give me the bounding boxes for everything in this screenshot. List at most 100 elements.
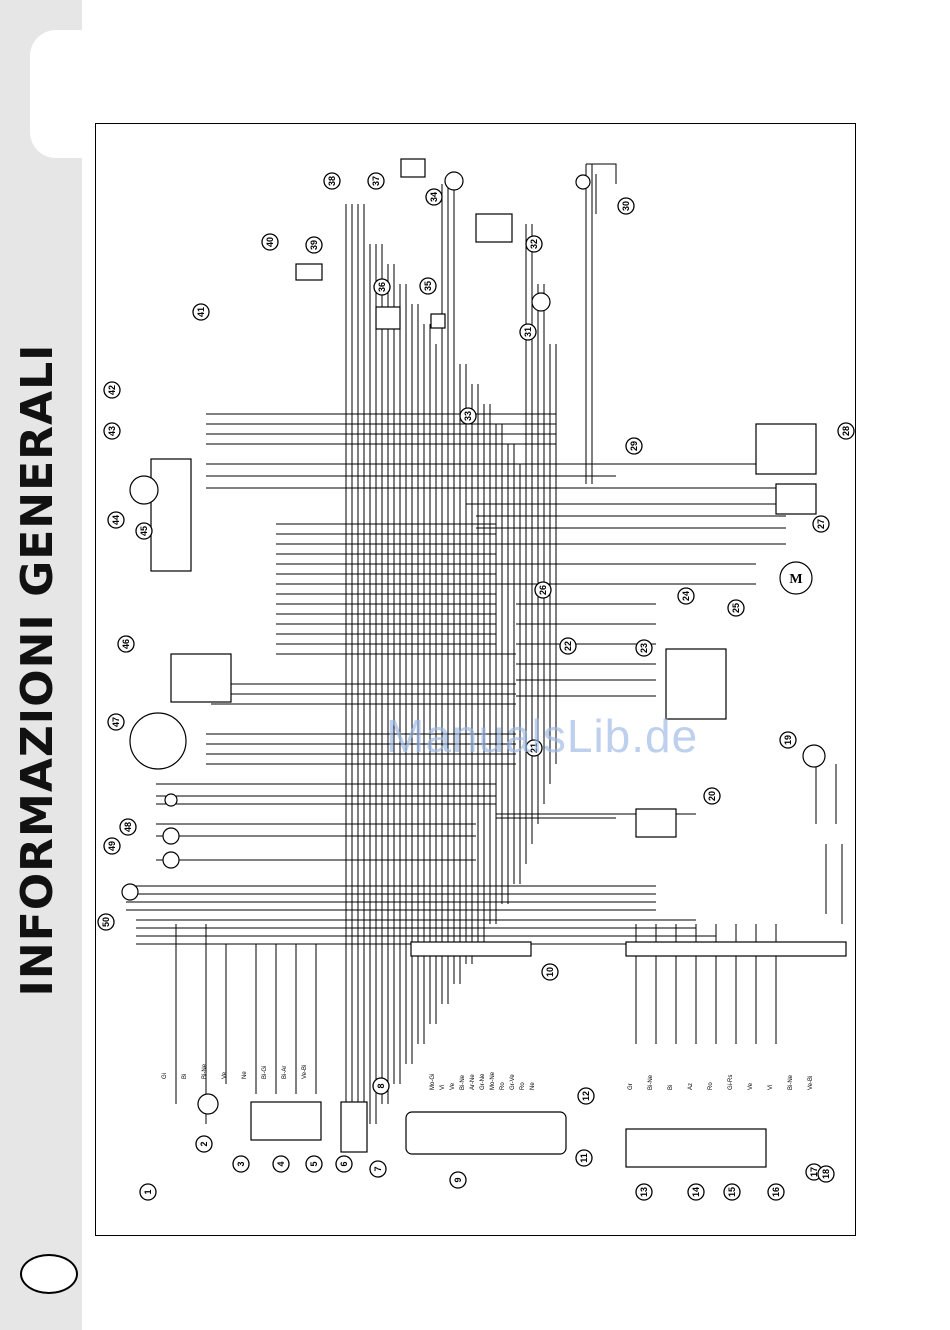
callout-number-33: 33 [463, 411, 473, 421]
callout-number-45: 45 [139, 526, 149, 536]
motor-label: M [789, 572, 802, 587]
callout-number-24: 24 [681, 591, 691, 601]
callout-circle-37 [367, 172, 385, 190]
callout-circle-49 [103, 837, 121, 855]
callout-number-28: 28 [841, 426, 851, 436]
bottom-wire-label-0: Mo-Gi [430, 1074, 436, 1090]
callout-circle-27 [812, 515, 830, 533]
right-wire-label-8: Bi-Ne [788, 1074, 794, 1090]
callout-circle-15 [723, 1183, 741, 1201]
left-wire-label-1: Bi [182, 1074, 188, 1079]
callout-circle-10 [541, 963, 559, 981]
callout-circle-44 [107, 511, 125, 529]
callout-circle-13 [635, 1183, 653, 1201]
callout-circle-20 [703, 787, 721, 805]
left-wire-label-0: Gi [162, 1073, 168, 1079]
callout-number-7: 7 [373, 1166, 383, 1171]
callout-circle-33 [459, 407, 477, 425]
callout-circle-30 [617, 197, 635, 215]
callout-circle-45 [135, 522, 153, 540]
callout-number-43: 43 [107, 426, 117, 436]
callout-number-11: 11 [579, 1153, 589, 1163]
callout-number-46: 46 [121, 639, 131, 649]
callout-circle-50 [97, 913, 115, 931]
wire-bundle [126, 163, 843, 1124]
side-band: INFORMAZIONI GENERALI [0, 0, 82, 1330]
callout-circle-19 [779, 731, 797, 749]
right-wire-label-6: Ve [748, 1082, 754, 1090]
bottom-wire-label-8: Gr-Ve [510, 1074, 516, 1090]
left-wire-label-6: Bi-Ar [282, 1066, 288, 1079]
callout-circle-4 [272, 1155, 290, 1173]
callout-number-15: 15 [727, 1187, 737, 1197]
side-tab [30, 30, 82, 158]
callout-circle-2 [195, 1135, 213, 1153]
callout-circle-42 [103, 381, 121, 399]
callout-number-38: 38 [327, 176, 337, 186]
callout-number-18: 18 [821, 1169, 831, 1179]
callout-circle-36 [373, 278, 391, 296]
callout-number-44: 44 [111, 515, 121, 525]
callout-number-10: 10 [545, 967, 555, 977]
callout-number-20: 20 [707, 791, 717, 801]
callout-number-37: 37 [371, 176, 381, 186]
callout-circle-41 [192, 303, 210, 321]
left-wire-label-7: Ve-Bi [302, 1065, 308, 1079]
callout-number-4: 4 [276, 1161, 286, 1166]
callout-number-34: 34 [429, 192, 439, 202]
callout-number-22: 22 [563, 641, 573, 651]
callout-number-23: 23 [639, 643, 649, 653]
right-wire-label-7: Vi [768, 1085, 774, 1090]
bottom-wire-label-2: Ve [450, 1082, 456, 1090]
callout-circle-47 [107, 713, 125, 731]
callout-number-26: 26 [538, 585, 548, 595]
callout-number-5: 5 [309, 1161, 319, 1166]
callout-number-29: 29 [629, 441, 639, 451]
bottom-wire-label-3: Bi-Ne [460, 1074, 466, 1090]
callout-circle-32 [525, 235, 543, 253]
callout-number-19: 19 [783, 735, 793, 745]
callout-circle-46 [117, 635, 135, 653]
callout-circle-7 [369, 1160, 387, 1178]
page-number-oval [20, 1254, 78, 1294]
callout-number-35: 35 [423, 281, 433, 291]
callout-circle-9 [449, 1171, 467, 1189]
callout-circle-14 [687, 1183, 705, 1201]
callout-circle-28 [837, 422, 855, 440]
callout-number-21: 21 [529, 743, 539, 753]
left-wire-label-4: Ne [242, 1071, 248, 1079]
callout-number-25: 25 [731, 603, 741, 613]
callout-number-49: 49 [107, 841, 117, 851]
callout-circle-40 [261, 233, 279, 251]
callout-number-31: 31 [523, 327, 533, 337]
components [121, 158, 847, 1168]
callout-circle-12 [577, 1087, 595, 1105]
right-wire-label-3: Az [688, 1083, 694, 1090]
callout-circle-39 [305, 236, 323, 254]
callout-circle-29 [625, 437, 643, 455]
callout-number-13: 13 [639, 1187, 649, 1197]
callout-circle-16 [767, 1183, 785, 1201]
callout-circle-34 [425, 188, 443, 206]
callout-circle-31 [519, 323, 537, 341]
callout-circle-22 [559, 637, 577, 655]
callout-number-8: 8 [376, 1083, 386, 1088]
bottom-wire-label-7: Ro [500, 1082, 506, 1090]
right-wire-label-9: Ve-Bi [808, 1076, 814, 1090]
right-wire-label-4: Ro [708, 1082, 714, 1090]
bottom-wire-label-1: Vi [440, 1085, 446, 1090]
callout-circle-6 [335, 1155, 353, 1173]
callout-circle-11 [575, 1149, 593, 1167]
callout-number-47: 47 [111, 717, 121, 727]
callout-number-17: 17 [809, 1167, 819, 1177]
callout-number-16: 16 [771, 1187, 781, 1197]
callout-number-32: 32 [529, 239, 539, 249]
left-wire-label-5: Bi-Gi [262, 1066, 268, 1079]
callout-circle-18 [817, 1165, 835, 1183]
left-wire-label-3: Ve [222, 1071, 228, 1079]
bottom-wire-label-4: Ar-Ne [470, 1074, 476, 1090]
callout-number-41: 41 [196, 307, 206, 317]
